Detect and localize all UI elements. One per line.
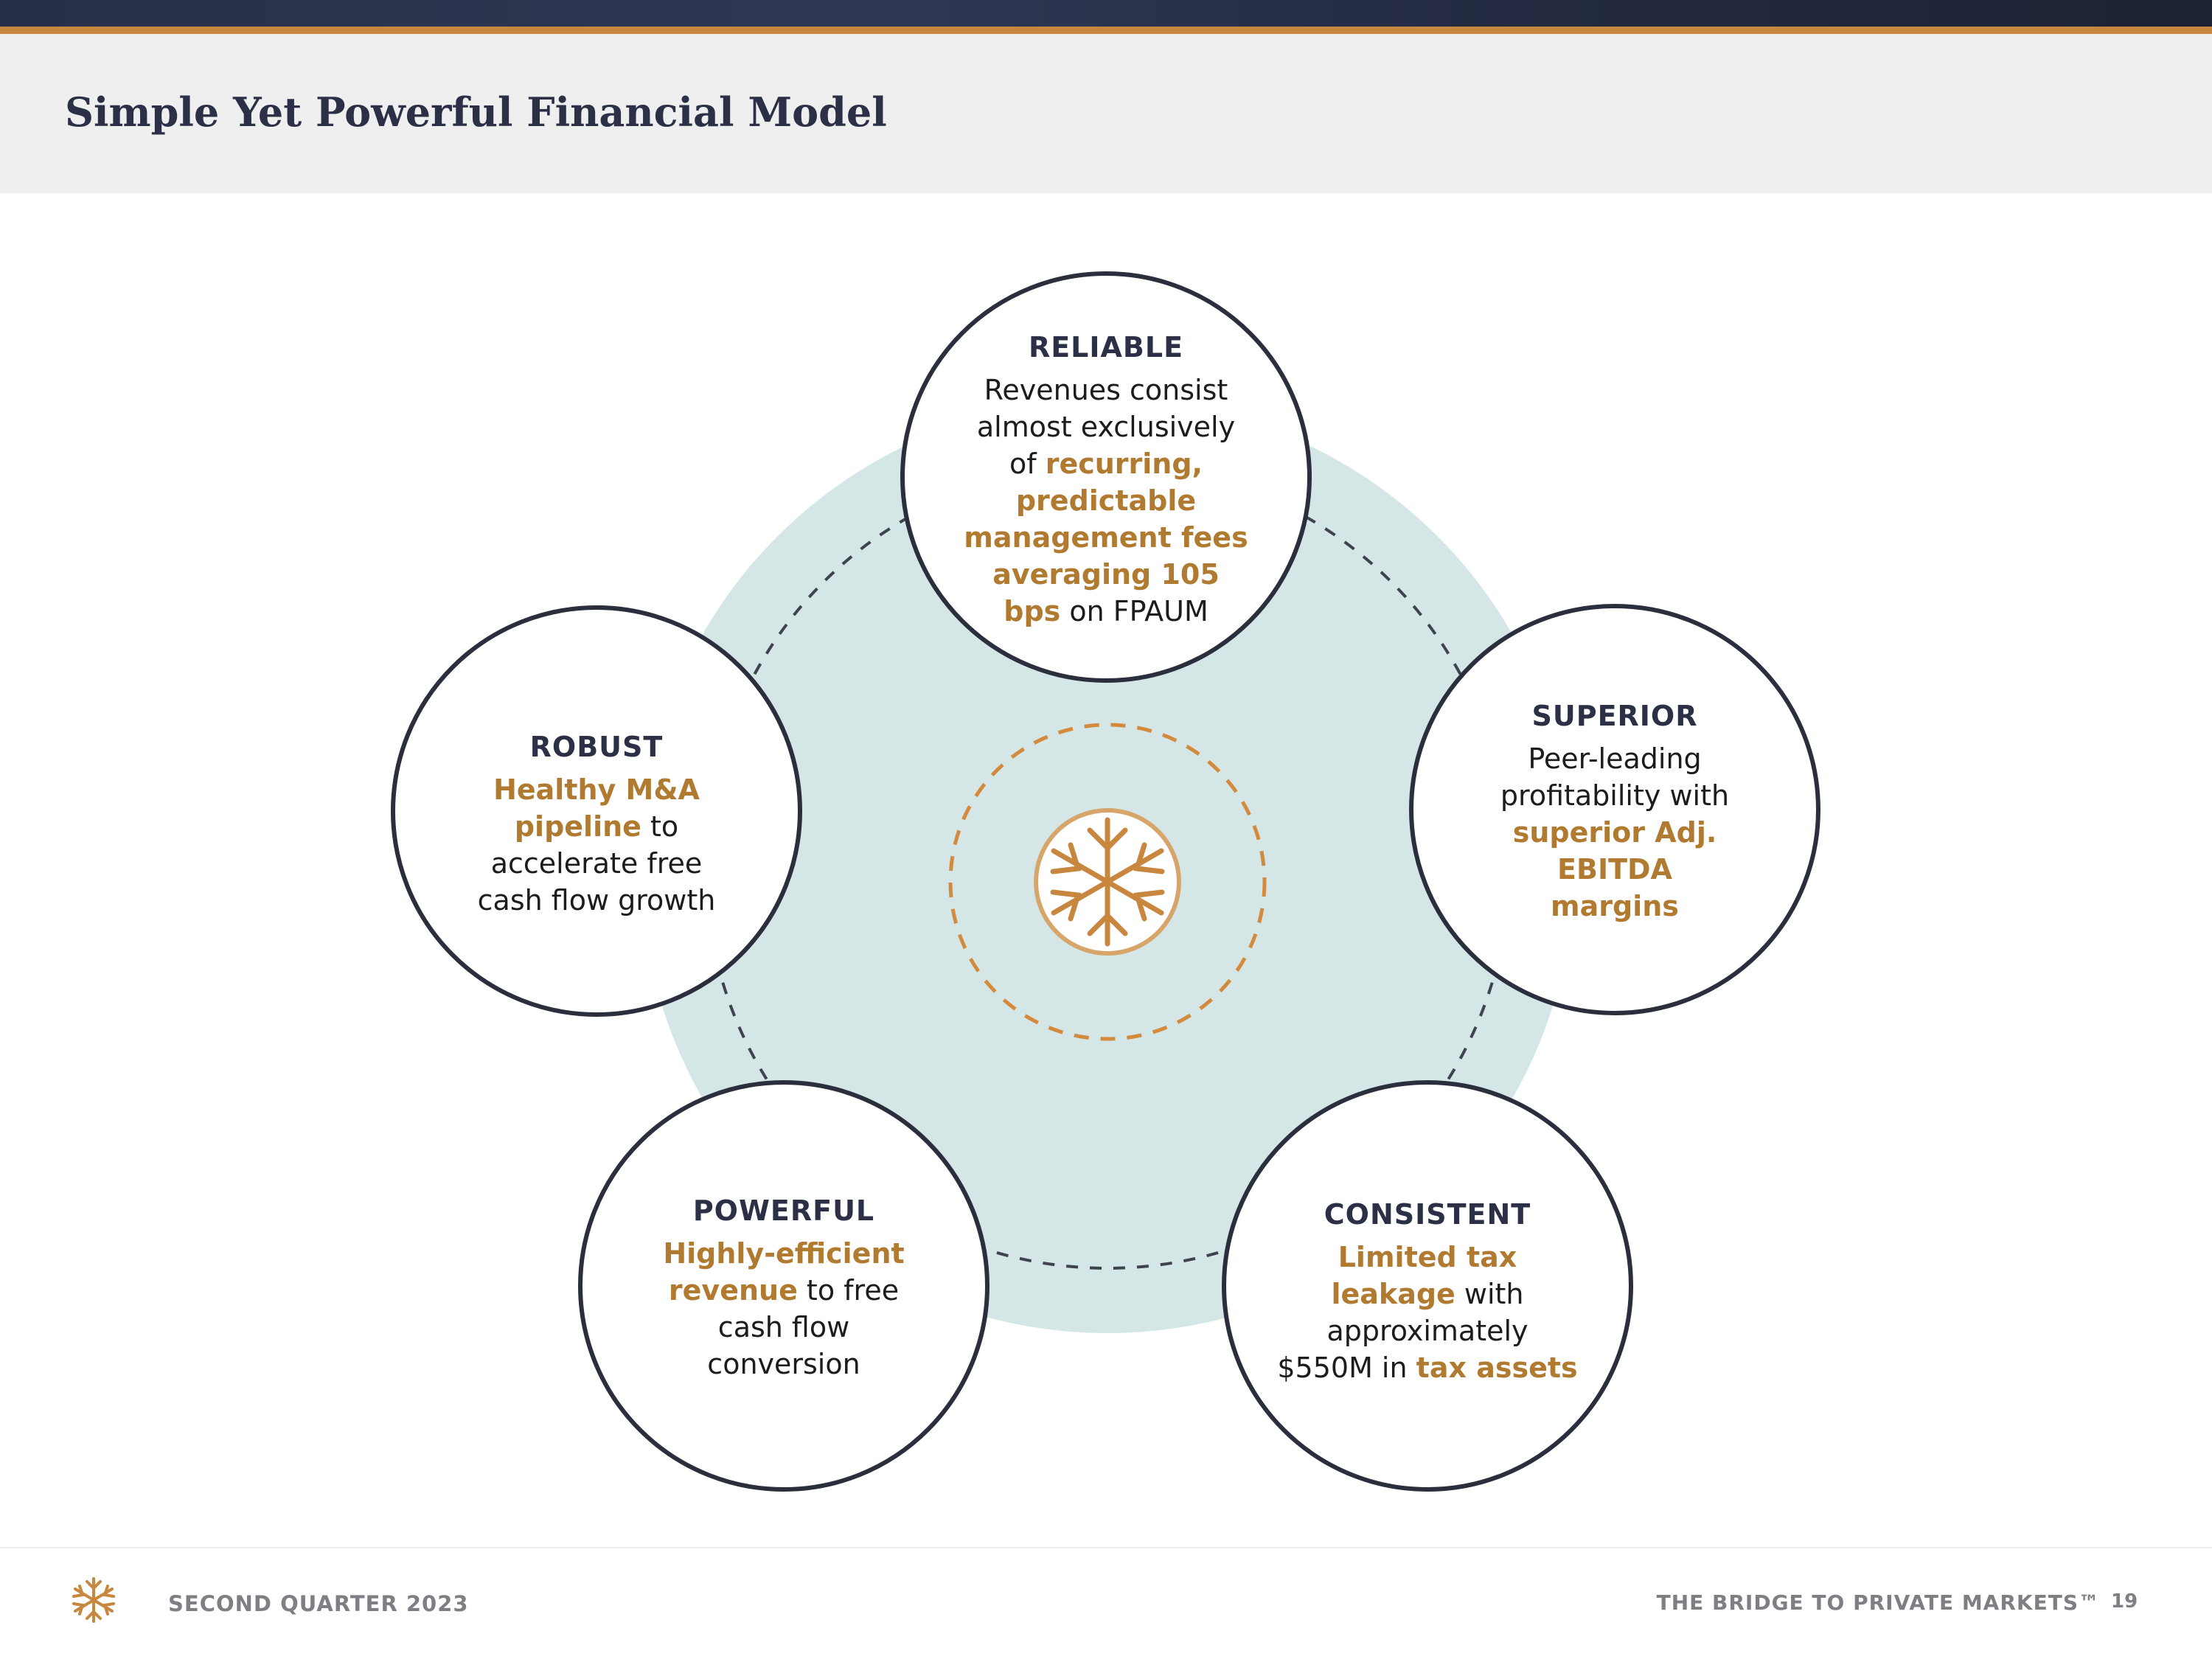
page-number: 19: [2111, 1590, 2138, 1613]
powerful-circle: [578, 1080, 990, 1492]
footer-quarter: SECOND QUARTER 2023: [168, 1591, 469, 1616]
reliable-highlight: predictable: [1015, 484, 1197, 517]
reliable-heading: RELIABLE: [1028, 331, 1184, 364]
header-band: [0, 34, 2212, 193]
reliable-text-plain: of: [1009, 448, 1046, 480]
robust-line: cash flow growth: [477, 884, 716, 917]
center-logo-icon: [1034, 808, 1181, 956]
reliable-line: Revenues consist: [984, 374, 1228, 406]
reliable-text: RELIABLE Revenues consist almost exclusi…: [944, 329, 1268, 630]
footer-divider: [0, 1547, 2212, 1548]
robust-text: ROBUST Healthy M&A pipeline to accelerat…: [442, 728, 751, 919]
consistent-highlight: tax assets: [1416, 1352, 1578, 1384]
robust-line: accelerate free: [490, 847, 703, 880]
robust-text-plain: to: [641, 810, 679, 843]
reliable-highlight: averaging 105: [992, 558, 1220, 591]
footer-tagline: THE BRIDGE TO PRIVATE MARKETS™: [1656, 1590, 2100, 1615]
consistent-text-plain: with: [1455, 1278, 1524, 1310]
consistent-heading: CONSISTENT: [1324, 1198, 1531, 1231]
powerful-heading: POWERFUL: [692, 1194, 875, 1227]
top-banner: [0, 0, 2212, 27]
powerful-line: cash flow: [717, 1311, 850, 1343]
superior-line: Peer-leading: [1528, 742, 1702, 775]
powerful-text: POWERFUL Highly-efficient revenue to fre…: [629, 1192, 939, 1382]
powerful-text-plain: to free: [797, 1274, 900, 1307]
page-title: Simple Yet Powerful Financial Model: [65, 88, 887, 136]
top-accent-line: [0, 27, 2212, 34]
footer-logo-icon: [72, 1577, 115, 1623]
robust-circle: [391, 605, 802, 1017]
powerful-line: conversion: [707, 1348, 860, 1380]
superior-circle: [1409, 604, 1820, 1015]
robust-heading: ROBUST: [529, 731, 664, 763]
reliable-text-plain: on FPAUM: [1060, 595, 1208, 627]
reliable-highlight: management fees: [964, 521, 1248, 554]
reliable-circle: [900, 271, 1312, 683]
powerful-highlight: Highly-efficient: [663, 1237, 905, 1270]
robust-highlight: Healthy M&A: [493, 773, 700, 806]
superior-highlight: EBITDA: [1557, 853, 1672, 886]
reliable-highlight: bps: [1004, 595, 1061, 627]
financial-model-diagram: [391, 271, 1820, 1492]
center-dashed-ring: [948, 723, 1267, 1041]
reliable-highlight: recurring,: [1045, 448, 1203, 480]
consistent-highlight: Limited tax: [1338, 1241, 1517, 1273]
consistent-text: CONSISTENT Limited tax leakage with appr…: [1265, 1196, 1590, 1386]
consistent-highlight: leakage: [1331, 1278, 1455, 1310]
powerful-highlight: revenue: [668, 1274, 798, 1307]
consistent-line: approximately: [1326, 1315, 1528, 1347]
superior-heading: SUPERIOR: [1531, 700, 1698, 732]
superior-line: profitability with: [1500, 779, 1730, 812]
consistent-text-plain: $550M in: [1277, 1352, 1416, 1384]
superior-highlight: margins: [1551, 890, 1679, 922]
consistent-circle: [1222, 1080, 1633, 1492]
superior-text: SUPERIOR Peer-leading profitability with…: [1460, 698, 1770, 925]
reliable-line: almost exclusively: [976, 411, 1236, 443]
superior-highlight: superior Adj.: [1512, 816, 1717, 849]
robust-highlight: pipeline: [514, 810, 641, 843]
